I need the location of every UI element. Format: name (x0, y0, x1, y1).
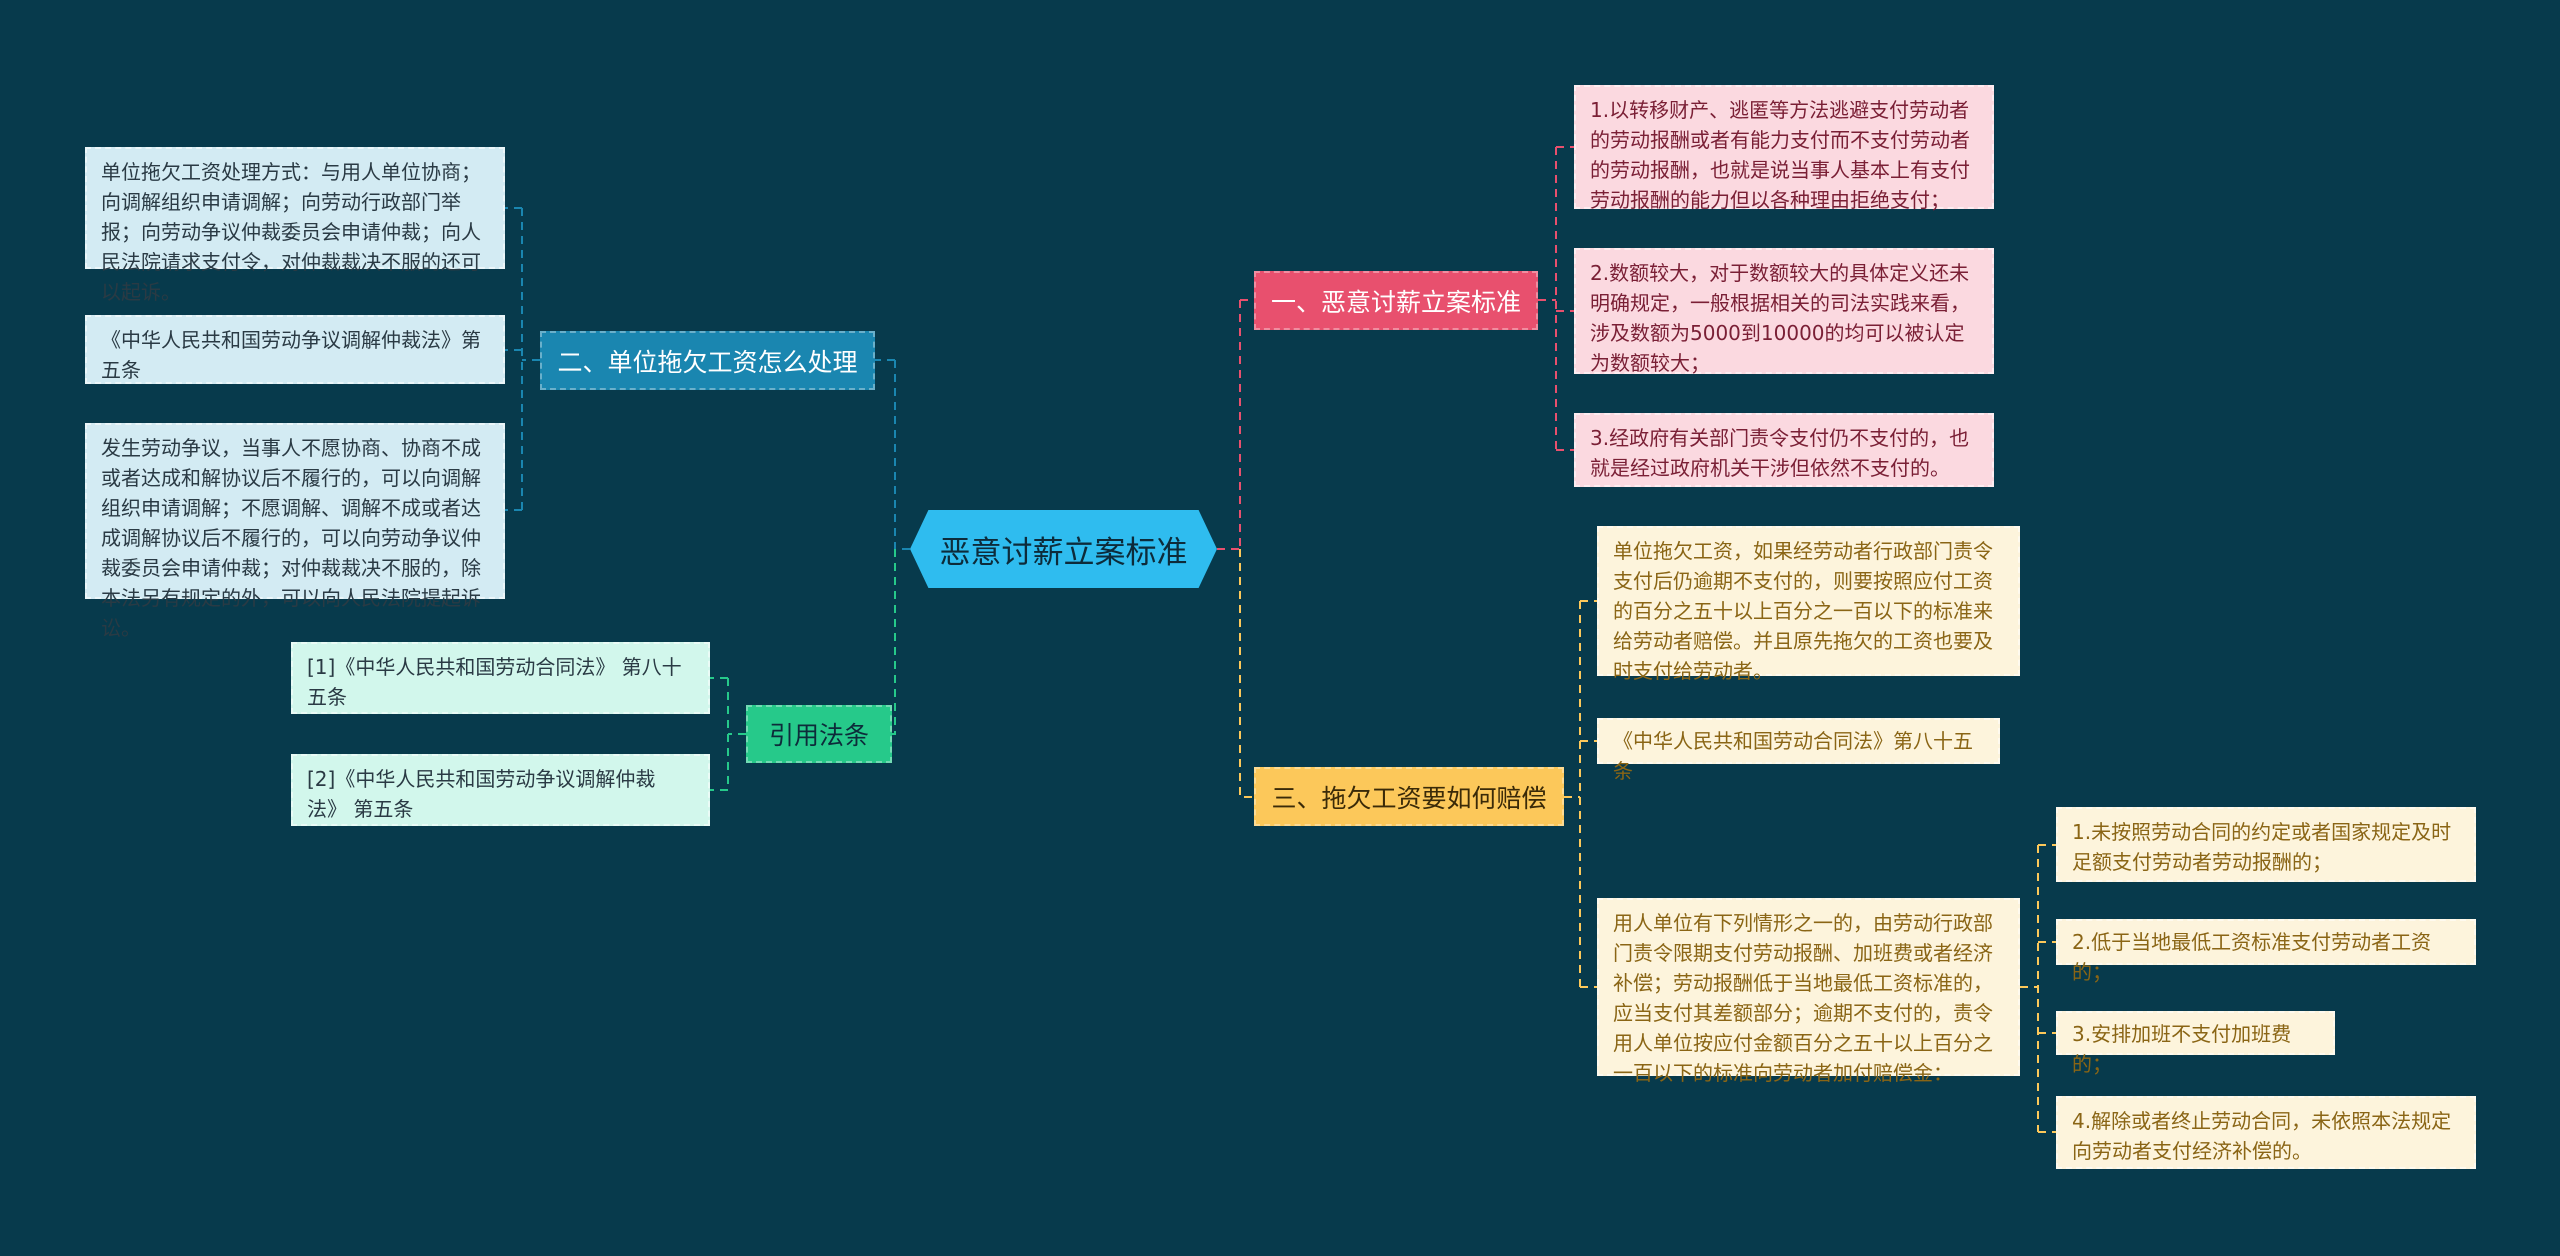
leaf-node[interactable]: 2.数额较大，对于数额较大的具体定义还未明确规定，一般根据相关的司法实践来看，涉… (1574, 248, 1994, 375)
branch-2-label: 二、单位拖欠工资怎么处理 (557, 347, 858, 377)
branch-1[interactable]: 一、恶意讨薪立案标准 (1254, 271, 1538, 330)
leaf-node[interactable]: 3.经政府有关部门责令支付仍不支付的，也就是经过政府机关干涉但依然不支付的。 (1574, 413, 1994, 487)
sub-leaf-node[interactable]: 3.安排加班不支付加班费的； (2056, 1011, 2335, 1076)
central-topic[interactable]: 恶意讨薪立案标准 (910, 510, 1217, 588)
branch-2[interactable]: 二、单位拖欠工资怎么处理 (540, 331, 875, 390)
branch-1-label: 一、恶意讨薪立案标准 (1270, 287, 1521, 317)
branch-3[interactable]: 三、拖欠工资要如何赔偿 (1254, 767, 1564, 826)
branch-3-label: 三、拖欠工资要如何赔偿 (1271, 783, 1547, 813)
leaf-node[interactable]: 用人单位有下列情形之一的，由劳动行政部门责令限期支付劳动报酬、加班费或者经济补偿… (1597, 898, 2020, 1085)
branch-citations[interactable]: 引用法条 (746, 705, 892, 763)
leaf-node[interactable]: 1.以转移财产、逃匿等方法逃避支付劳动者的劳动报酬或者有能力支付而不支付劳动者的… (1574, 85, 1994, 212)
leaf-node[interactable]: [1]《中华人民共和国劳动合同法》 第八十五条 (291, 642, 710, 714)
sub-leaf-node[interactable]: 2.低于当地最低工资标准支付劳动者工资的； (2056, 919, 2476, 984)
branch-citations-label: 引用法条 (768, 721, 869, 750)
leaf-node[interactable]: 单位拖欠工资，如果经劳动者行政部门责令支付后仍逾期不支付的，则要按照应付工资的百… (1597, 526, 2020, 683)
sub-leaf-node[interactable]: 4.解除或者终止劳动合同，未依照本法规定向劳动者支付经济补偿的。 (2056, 1096, 2476, 1169)
leaf-node[interactable]: 发生劳动争议，当事人不愿协商、协商不成或者达成和解协议后不履行的，可以向调解组织… (85, 423, 505, 640)
leaf-node[interactable]: 《中华人民共和国劳动争议调解仲裁法》第五条 (85, 315, 505, 384)
central-topic-label: 恶意讨薪立案标准 (939, 534, 1188, 571)
leaf-node[interactable]: 《中华人民共和国劳动合同法》第八十五条 (1597, 718, 2000, 783)
leaf-node[interactable]: 单位拖欠工资处理方式：与用人单位协商；向调解组织申请调解；向劳动行政部门举报；向… (85, 147, 505, 304)
leaf-node[interactable]: [2]《中华人民共和国劳动争议调解仲裁法》 第五条 (291, 754, 710, 826)
sub-leaf-node[interactable]: 1.未按照劳动合同的约定或者国家规定及时足额支付劳动者劳动报酬的； (2056, 807, 2476, 882)
